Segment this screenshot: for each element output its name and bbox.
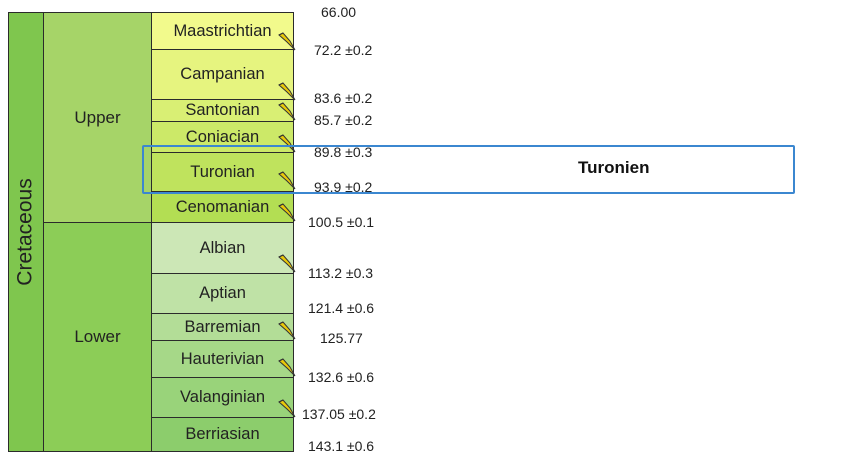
epoch-label-lower: Lower	[74, 327, 121, 346]
stage-label: Valanginian	[179, 388, 265, 406]
boundary-age: 83.6 ±0.2	[314, 90, 373, 106]
boundary-age: 143.1 ±0.6	[308, 438, 375, 454]
boundary-age: 66.00	[321, 4, 357, 20]
boundary-age: 121.4 ±0.6	[308, 300, 375, 316]
highlight-label: Turonien	[578, 158, 650, 177]
golden-spike-icon	[278, 134, 296, 153]
stage-label: Berriasian	[185, 425, 260, 443]
boundary-age: 72.2 ±0.2	[314, 42, 373, 58]
stage-cell-valanginian: Valanginian	[151, 377, 294, 418]
period-cell-cretaceous: Cretaceous	[8, 12, 44, 452]
boundary-age: 113.2 ±0.3	[308, 265, 374, 281]
stage-label: Cenomanian	[175, 197, 270, 216]
stage-cell-santonian: Santonian	[151, 99, 294, 122]
golden-spike-icon	[278, 32, 296, 51]
stage-cell-maastrichtian: Maastrichtian	[151, 12, 294, 50]
highlight-box-turonian	[142, 145, 795, 194]
golden-spike-icon	[278, 254, 296, 273]
stage-label: Hauterivian	[180, 349, 265, 368]
stage-label: Albian	[199, 238, 246, 257]
epoch-cell-lower: Lower	[43, 222, 152, 452]
boundary-age: 137.05 ±0.2	[302, 406, 376, 422]
stage-label: Aptian	[199, 284, 246, 302]
golden-spike-icon	[278, 171, 296, 190]
epoch-label-upper: Upper	[74, 107, 121, 127]
boundary-age: 125.77	[320, 330, 363, 346]
stage-cell-aptian: Aptian	[151, 273, 294, 314]
stage-label: Coniacian	[185, 127, 260, 146]
stage-cell-campanian: Campanian	[151, 49, 294, 100]
golden-spike-icon	[278, 82, 296, 101]
golden-spike-icon	[278, 203, 296, 222]
stage-label: Santonian	[185, 101, 260, 119]
golden-spike-icon	[278, 358, 296, 377]
stage-label: Maastrichtian	[173, 21, 272, 40]
golden-spike-icon	[278, 321, 296, 340]
stage-cell-cenomanian: Cenomanian	[151, 191, 294, 223]
stage-cell-berriasian: Berriasian	[151, 417, 294, 452]
boundary-age: 89.8 ±0.3	[314, 144, 373, 160]
epoch-cell-upper: Upper	[43, 12, 152, 223]
stage-label: Campanian	[180, 65, 265, 83]
boundary-age: 132.6 ±0.6	[308, 369, 375, 385]
boundary-age: 85.7 ±0.2	[314, 112, 373, 128]
boundary-age: 100.5 ±0.1	[308, 214, 375, 230]
golden-spike-icon	[278, 399, 296, 418]
boundary-age: 93.9 ±0.2	[314, 179, 373, 195]
period-label: Cretaceous	[14, 178, 38, 286]
stage-label: Turonian	[190, 162, 255, 181]
golden-spike-icon	[278, 102, 296, 121]
stage-cell-coniacian: Coniacian	[151, 121, 294, 153]
stage-label: Barremian	[184, 317, 261, 336]
stage-cell-albian: Albian	[151, 222, 294, 274]
stage-cell-barremian: Barremian	[151, 313, 294, 341]
stage-cell-hauterivian: Hauterivian	[151, 340, 294, 378]
